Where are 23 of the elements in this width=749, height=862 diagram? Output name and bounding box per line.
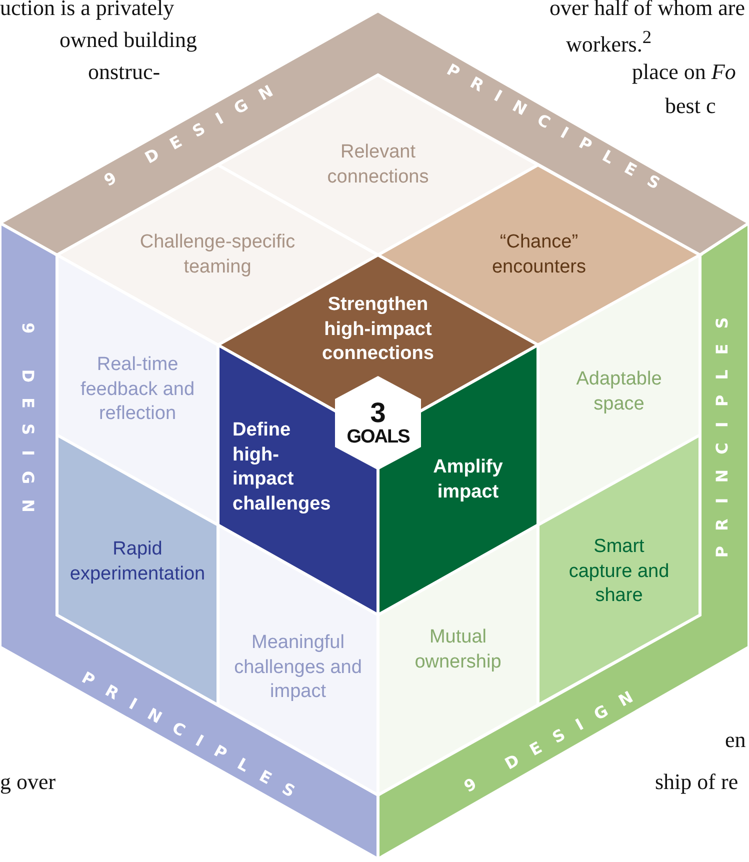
principle-label: “Chance” encounters [490,230,587,279]
article-text: g over [0,768,56,796]
article-text: owned building [60,26,197,54]
band-label: PRINCIPLES [712,302,732,558]
article-text: en [725,726,746,754]
goal-label: Define high-impact challenges [232,418,332,517]
principle-label: Mutual ownership [414,625,502,674]
goal-label: Amplify impact [432,455,504,504]
principle-label: Adaptable space [575,367,663,416]
article-text: best c [665,92,716,120]
article-text: uction is a privately [0,0,174,22]
principle-label: Relevant connections [326,140,430,189]
article-text: onstruc- [88,58,160,85]
principle-label: Real-time feedback and reflection [79,352,196,426]
principle-label: Smart capture and share [568,534,670,608]
article-text: workers.$^{2}$ [566,26,652,58]
band-label: 9 DESIGN [18,322,38,528]
principle-label: Challenge-specific teaming [138,230,296,279]
principle-label: Rapid experimentation [68,537,206,586]
article-text: ship of re [655,768,738,796]
goal-label: GOALS [346,428,410,446]
goal-count: 3 [370,399,386,427]
goal-label: Strengthen high-impact connections [321,292,435,366]
